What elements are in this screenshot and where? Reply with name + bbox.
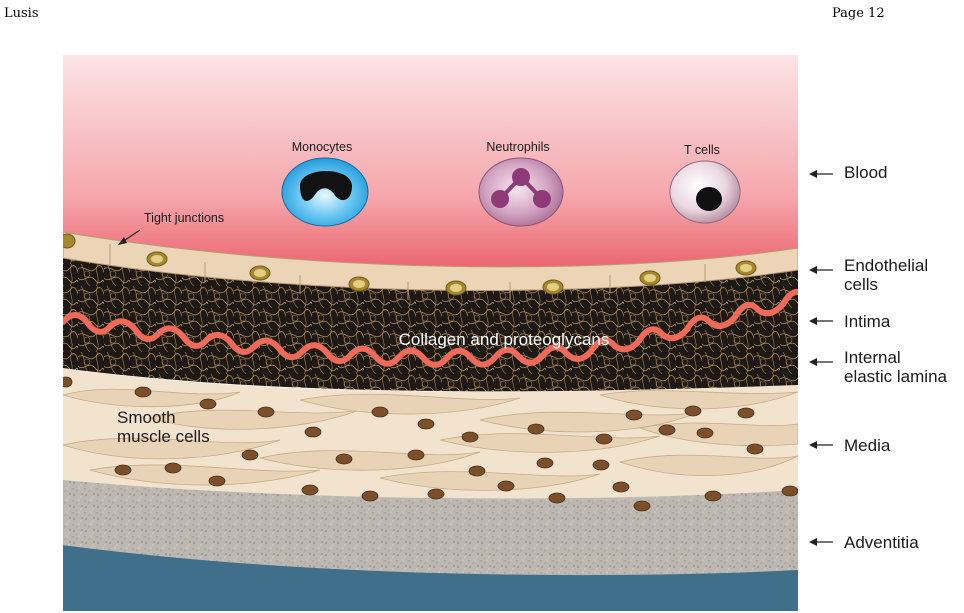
blood-pointer <box>809 170 833 178</box>
adventitia-label: Adventitia <box>844 533 919 552</box>
media-pointer <box>809 441 833 449</box>
tight-junctions-label: Tight junctions <box>144 211 224 225</box>
tight-junctions-arrow <box>118 229 141 245</box>
iel-pointer <box>809 358 833 366</box>
collagen-label: Collagen and proteoglycans <box>399 330 610 349</box>
blood-label: Blood <box>844 163 887 182</box>
media-layer <box>63 368 798 499</box>
running-header-author: Lusis <box>4 6 39 21</box>
intima-layer <box>63 258 798 392</box>
smc-label-line2: muscle cells <box>117 427 210 446</box>
smc-label-line1: Smooth <box>117 408 176 427</box>
endothelial-nuclei <box>63 233 757 296</box>
intima-label: Intima <box>844 312 891 331</box>
adventitia-layer <box>63 478 798 576</box>
monocytes-label: Monocytes <box>292 140 352 154</box>
endothelial-pointer <box>809 266 833 274</box>
endothelial-label-line2: cells <box>844 275 878 294</box>
page-number: Page 12 <box>832 6 885 21</box>
outer-blue-region <box>63 545 798 611</box>
tcells-label: T cells <box>684 143 720 157</box>
tight-junction-lines <box>109 244 706 300</box>
t-cell <box>669 160 741 224</box>
endothelial-layer <box>63 231 798 291</box>
adventitia-pointer <box>809 538 833 546</box>
media-label: Media <box>844 436 891 455</box>
internal-elastic-lamina <box>63 288 798 368</box>
iel-label-line2: elastic lamina <box>844 367 948 386</box>
iel-label-line1: Internal <box>844 348 901 367</box>
monocyte-cell <box>281 157 369 227</box>
smooth-muscle-nuclei <box>63 376 798 512</box>
neutrophils-label: Neutrophils <box>486 140 549 154</box>
endothelial-label-line1: Endothelial <box>844 256 928 275</box>
neutrophil-cell <box>478 157 564 227</box>
intima-pointer <box>809 317 833 325</box>
endothelial-nuclei-highlight <box>151 255 752 292</box>
